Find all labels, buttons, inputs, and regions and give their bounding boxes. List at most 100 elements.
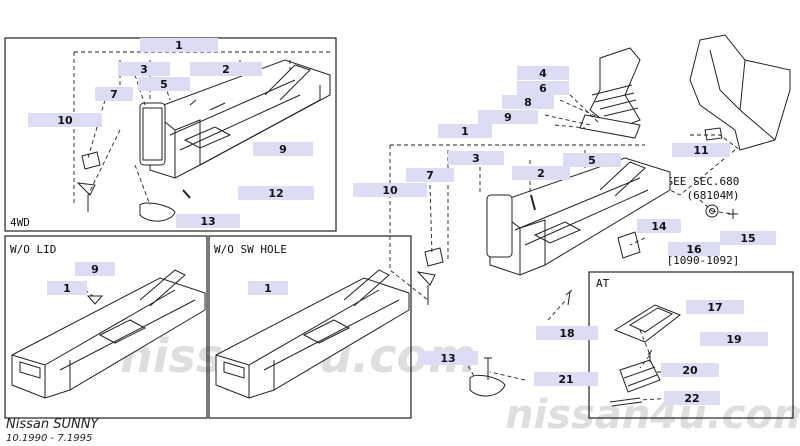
footer-date-range: 10.1990 - 7.1995 xyxy=(6,433,92,444)
callout-number: 1 xyxy=(461,125,469,138)
callout-number: 5 xyxy=(588,154,596,167)
callout-label-5: 5 xyxy=(563,153,621,167)
callout-number: 12 xyxy=(268,187,283,200)
callout-label-5: 5 xyxy=(138,77,190,91)
callout-number: 7 xyxy=(426,169,434,182)
grommet-16-drawing xyxy=(705,204,719,218)
callout-label-13: 13 xyxy=(418,351,478,365)
callout-number: 15 xyxy=(740,232,755,245)
callout-number: 2 xyxy=(537,167,545,180)
callout-number: 8 xyxy=(524,96,532,109)
callout-label-3: 3 xyxy=(448,151,504,165)
note-see-sec-code: (68104M) xyxy=(687,189,740,202)
callout-label-4: 4 xyxy=(517,66,569,80)
callout-number: 6 xyxy=(539,82,547,95)
callout-highlight xyxy=(176,214,240,228)
callout-highlight xyxy=(668,242,720,256)
callout-highlight xyxy=(700,332,768,346)
callout-number: 1 xyxy=(264,282,272,295)
callout-number: 13 xyxy=(440,352,455,365)
panel-wo-lid-frame xyxy=(4,235,208,419)
callout-number: 17 xyxy=(707,301,722,314)
callout-highlight xyxy=(75,262,115,276)
callout-highlight xyxy=(534,372,598,386)
panel-title-at: AT xyxy=(596,277,610,290)
callout-label-1: 1 xyxy=(140,38,218,52)
callout-highlight xyxy=(118,62,170,76)
callout-number: 10 xyxy=(57,114,73,127)
callout-label-1: 1 xyxy=(248,281,288,295)
callout-label-9: 9 xyxy=(253,142,313,156)
callout-label-20: 20 xyxy=(661,363,719,377)
callout-label-12: 12 xyxy=(238,186,314,200)
callout-label-22: 22 xyxy=(664,391,720,405)
callout-number: 2 xyxy=(222,63,230,76)
callout-highlight xyxy=(95,87,133,101)
callout-highlight xyxy=(672,143,730,157)
callout-label-11: 11 xyxy=(672,143,730,157)
callout-highlight xyxy=(140,38,218,52)
callout-number: 16 xyxy=(686,243,702,256)
callout-number: 9 xyxy=(279,143,287,156)
callout-label-6: 6 xyxy=(517,81,569,95)
panel-title-4wd: 4WD xyxy=(10,216,30,229)
console-wo-sw-hole-drawing xyxy=(215,269,410,399)
callout-number: 9 xyxy=(91,263,99,276)
console-4wd-drawing xyxy=(76,59,331,222)
callout-number: 20 xyxy=(682,364,698,377)
panel-title-wo-lid: W/O LID xyxy=(10,243,56,256)
callout-label-2: 2 xyxy=(512,166,570,180)
panel-wo-sw-hole-frame xyxy=(208,235,412,419)
callout-number: 19 xyxy=(726,333,741,346)
callout-highlight xyxy=(661,363,719,377)
callout-label-16: 16 xyxy=(668,242,720,256)
cap-14-drawing xyxy=(617,231,641,259)
callout-highlight xyxy=(353,183,427,197)
panel-title-wo-sw-hole: W/O SW HOLE xyxy=(214,243,287,256)
callout-label-10: 10 xyxy=(28,113,102,127)
callout-highlight xyxy=(686,300,744,314)
callout-label-3: 3 xyxy=(118,62,170,76)
callout-label-13: 13 xyxy=(176,214,240,228)
callout-label-18: 18 xyxy=(536,326,598,340)
callout-highlight xyxy=(478,110,538,124)
callout-number: 7 xyxy=(110,88,118,101)
panel-at-frame xyxy=(588,271,794,419)
callout-highlight xyxy=(637,219,681,233)
callout-label-9: 9 xyxy=(75,262,115,276)
callout-highlight xyxy=(664,391,720,405)
callout-number: 22 xyxy=(684,392,699,405)
callout-highlight xyxy=(517,66,569,80)
callout-label-1: 1 xyxy=(47,281,87,295)
callout-label-17: 17 xyxy=(686,300,744,314)
callout-highlight xyxy=(190,62,262,76)
callout-label-9: 9 xyxy=(478,110,538,124)
callout-number: 4 xyxy=(539,67,547,80)
callout-highlight xyxy=(563,153,621,167)
callout-number: 14 xyxy=(651,220,667,233)
callout-highlight xyxy=(720,231,776,245)
callout-highlight xyxy=(406,168,454,182)
callout-number: 21 xyxy=(558,373,573,386)
note-see-sec: SEE SEC.680 xyxy=(667,175,740,188)
callout-label-14: 14 xyxy=(637,219,681,233)
callout-highlight xyxy=(438,124,492,138)
callout-label-19: 19 xyxy=(700,332,768,346)
callout-number: 9 xyxy=(504,111,512,124)
footer-model: Nissan SUNNY xyxy=(6,417,99,432)
console-main-drawing xyxy=(416,157,671,397)
callout-number: 1 xyxy=(63,282,71,295)
callout-highlight xyxy=(248,281,288,295)
callout-number: 11 xyxy=(693,144,708,157)
callout-label-21: 21 xyxy=(534,372,598,386)
callout-highlight xyxy=(238,186,314,200)
callout-highlight xyxy=(536,326,598,340)
callout-label-7: 7 xyxy=(406,168,454,182)
callout-highlight xyxy=(512,166,570,180)
callout-number: 1 xyxy=(175,39,183,52)
callout-highlight xyxy=(418,351,478,365)
callout-label-8: 8 xyxy=(502,95,554,109)
callout-highlight xyxy=(253,142,313,156)
